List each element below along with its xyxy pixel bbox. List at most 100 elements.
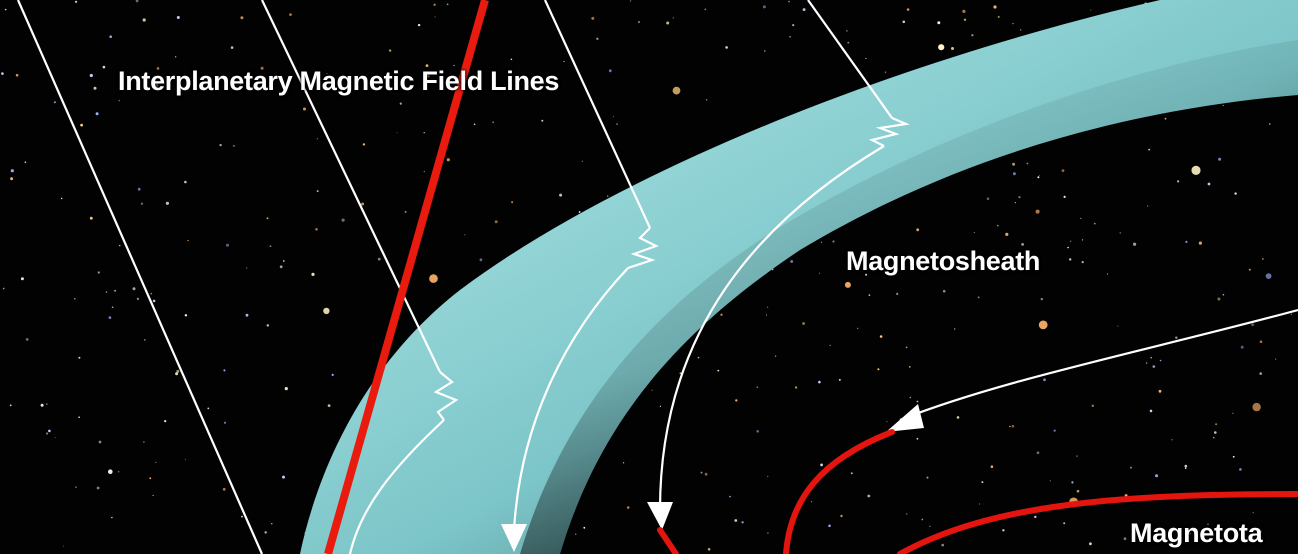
star [404,210,407,213]
zigzag-3 [868,116,910,147]
star [473,123,476,126]
star [765,314,768,316]
star [396,132,398,134]
star [704,472,708,476]
star [638,21,640,23]
star [95,112,99,116]
star [282,475,285,479]
star [789,36,791,38]
star [150,292,153,295]
star [223,421,227,424]
imf-line-2 [261,0,441,373]
star [1019,29,1022,31]
star [1049,480,1051,482]
star [763,50,766,52]
star [1011,424,1015,428]
star [510,58,513,61]
star [1133,242,1137,246]
star [75,0,78,3]
star [788,0,790,3]
star [767,532,769,534]
star [865,57,867,60]
star [1036,451,1040,455]
star [850,472,853,475]
star [511,201,513,204]
star [1189,533,1191,535]
star [207,407,210,410]
star [78,356,81,359]
star [61,197,63,200]
star [818,272,820,274]
star [840,514,843,518]
star [98,440,102,444]
star [223,78,225,81]
star [20,277,24,281]
star [176,369,180,373]
star [362,143,366,146]
star [271,523,273,525]
star [316,138,318,140]
star [89,216,93,220]
star [111,516,113,519]
star [361,202,365,206]
zigzag-2 [627,227,659,270]
star [741,521,744,524]
star [1207,182,1211,186]
star [176,16,180,19]
star [978,503,980,505]
star [1184,467,1187,470]
star [264,531,267,534]
star [417,23,421,27]
star [10,169,14,173]
star [316,190,319,193]
star [993,5,997,9]
star [399,102,402,105]
star [1069,240,1072,242]
star [164,420,167,423]
star [844,281,851,288]
star [1212,436,1215,439]
imf-label: Interplanetary Magnetic Field Lines [118,66,560,96]
star [266,324,269,327]
star [111,306,114,309]
star [802,322,805,325]
star [1158,389,1162,393]
sheath-field-lines [348,145,1298,554]
star [774,355,777,357]
star [118,244,121,247]
star [1259,372,1262,375]
star [446,3,449,6]
star [175,372,179,376]
star [1005,232,1009,236]
star [1148,148,1151,151]
star [1081,239,1084,241]
star [828,524,831,528]
star [40,403,44,407]
star [142,18,146,22]
star [1145,362,1148,364]
star [266,217,269,220]
magnetosphere-line-outer [783,429,895,554]
star [729,495,731,498]
star [720,313,723,316]
star [246,267,248,269]
star [1218,157,1222,161]
star [707,548,711,551]
star [607,195,609,197]
star [25,338,29,341]
star [136,297,139,300]
star [563,60,565,63]
star [767,306,769,308]
star [226,243,229,247]
star [1038,320,1048,330]
star [1067,246,1069,249]
star [1026,162,1029,165]
star [725,46,728,49]
star [1037,176,1040,179]
star [1081,261,1084,264]
arrow-right [647,502,673,530]
star [1265,273,1272,279]
star [1258,530,1262,534]
star [838,378,841,381]
star [1175,336,1178,339]
